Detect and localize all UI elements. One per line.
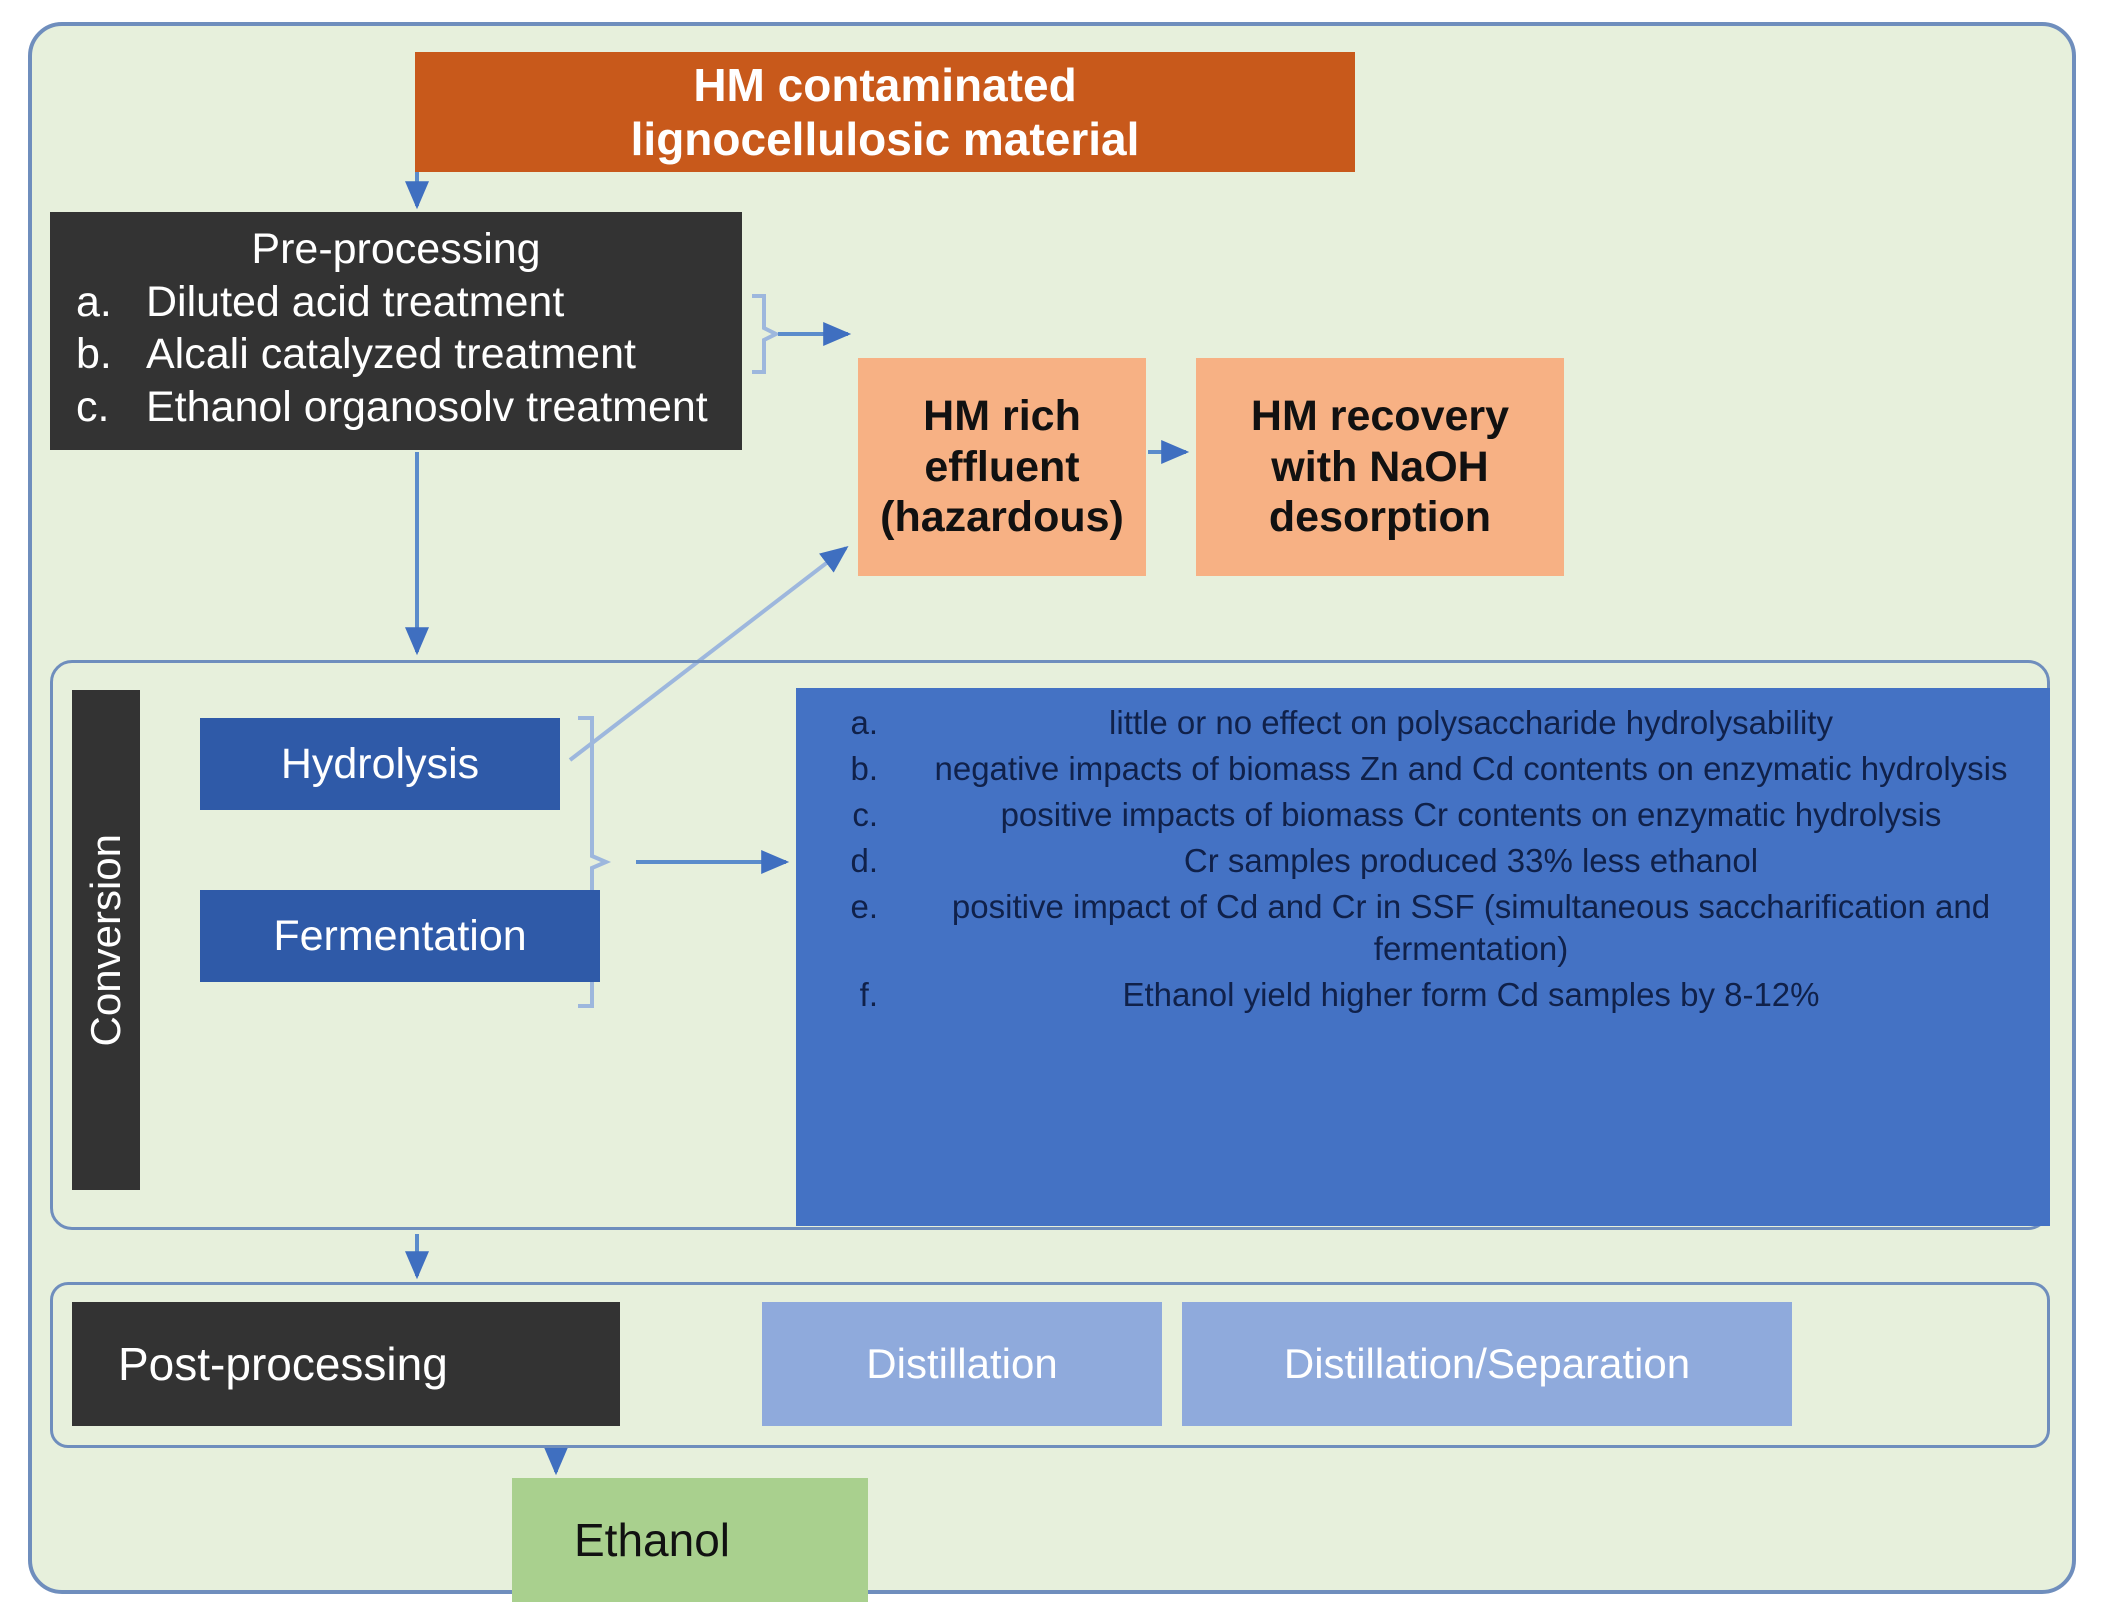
distillation-box: Distillation: [762, 1302, 1162, 1426]
preprocessing-box: Pre-processing a. Diluted acid treatment…: [50, 212, 742, 450]
finding-item: a. little or no effect on polysaccharide…: [818, 702, 2028, 745]
preprocessing-step: a. Diluted acid treatment: [50, 277, 742, 328]
finding-marker: a.: [850, 704, 878, 741]
ethanol-label: Ethanol: [574, 1513, 731, 1566]
finding-text: negative impacts of biomass Zn and Cd co…: [934, 749, 2008, 787]
finding-marker: e.: [850, 887, 878, 925]
preprocessing-step-label: Ethanol organosolv treatment: [146, 383, 708, 432]
conversion-label: Conversion: [72, 690, 140, 1190]
postprocessing-label: Post-processing: [118, 1337, 448, 1390]
preprocessing-step-marker: c.: [76, 383, 110, 432]
preprocessing-step-marker: b.: [76, 330, 112, 379]
ethanol-product-box: Ethanol: [512, 1478, 868, 1602]
finding-text: positive impact of Cd and Cr in SSF (sim…: [951, 887, 1991, 968]
finding-marker: b.: [850, 749, 878, 787]
finding-item: c. positive impacts of biomass Cr conten…: [818, 794, 2028, 837]
fermentation-label: Fermentation: [273, 911, 527, 960]
distillation-label: Distillation: [866, 1340, 1058, 1388]
postprocessing-box: Post-processing: [72, 1302, 620, 1426]
hm-recovery-line-3: desorption: [1268, 493, 1492, 542]
finding-item: d. Cr samples produced 33% less ethanol: [818, 840, 2028, 883]
hydrolysis-label: Hydrolysis: [280, 739, 480, 788]
finding-item: f. Ethanol yield higher form Cd samples …: [818, 974, 2028, 1017]
preprocessing-step-label: Diluted acid treatment: [146, 277, 565, 326]
conversion-findings-panel: a. little or no effect on polysaccharide…: [796, 688, 2050, 1226]
feedstock-line-2: lignocellulosic material: [630, 113, 1140, 165]
conversion-label-text: Conversion: [82, 833, 130, 1047]
distillation-separation-label: Distillation/Separation: [1283, 1340, 1691, 1388]
finding-text: Cr samples produced 33% less ethanol: [1183, 841, 1759, 879]
preprocessing-step-marker: a.: [76, 277, 112, 326]
hm-effluent-line-2: effluent: [924, 442, 1080, 491]
hm-recovery-box: HM recovery with NaOH desorption: [1196, 358, 1564, 576]
hm-rich-effluent-box: HM rich effluent (hazardous): [858, 358, 1146, 576]
hm-effluent-line-1: HM rich: [923, 391, 1081, 440]
finding-text: positive impacts of biomass Cr contents …: [1000, 795, 1942, 833]
preprocessing-step: c. Ethanol organosolv treatment: [50, 382, 742, 433]
finding-item: e. positive impact of Cd and Cr in SSF (…: [818, 886, 2028, 972]
fermentation-box: Fermentation: [200, 890, 600, 982]
hm-effluent-line-3: (hazardous): [880, 493, 1124, 542]
hm-recovery-line-1: HM recovery: [1250, 391, 1510, 440]
preprocessing-step: b. Alcali catalyzed treatment: [50, 329, 742, 380]
finding-text: Ethanol yield higher form Cd samples by …: [1122, 976, 1820, 1014]
finding-item: b. negative impacts of biomass Zn and Cd…: [818, 748, 2028, 791]
distillation-separation-box: Distillation/Separation: [1182, 1302, 1792, 1426]
feedstock-box: HM contaminated lignocellulosic material: [415, 52, 1355, 172]
finding-marker: d.: [850, 841, 878, 879]
postprocessing-group: [50, 1282, 2050, 1448]
preprocessing-title: Pre-processing: [251, 225, 541, 273]
hydrolysis-box: Hydrolysis: [200, 718, 560, 810]
finding-marker: f.: [859, 976, 878, 1014]
preprocessing-step-label: Alcali catalyzed treatment: [146, 330, 636, 379]
finding-text: little or no effect on polysaccharide hy…: [1109, 704, 1833, 741]
feedstock-line-1: HM contaminated: [693, 58, 1077, 111]
hm-recovery-line-2: with NaOH: [1271, 442, 1489, 491]
finding-marker: c.: [852, 795, 878, 833]
